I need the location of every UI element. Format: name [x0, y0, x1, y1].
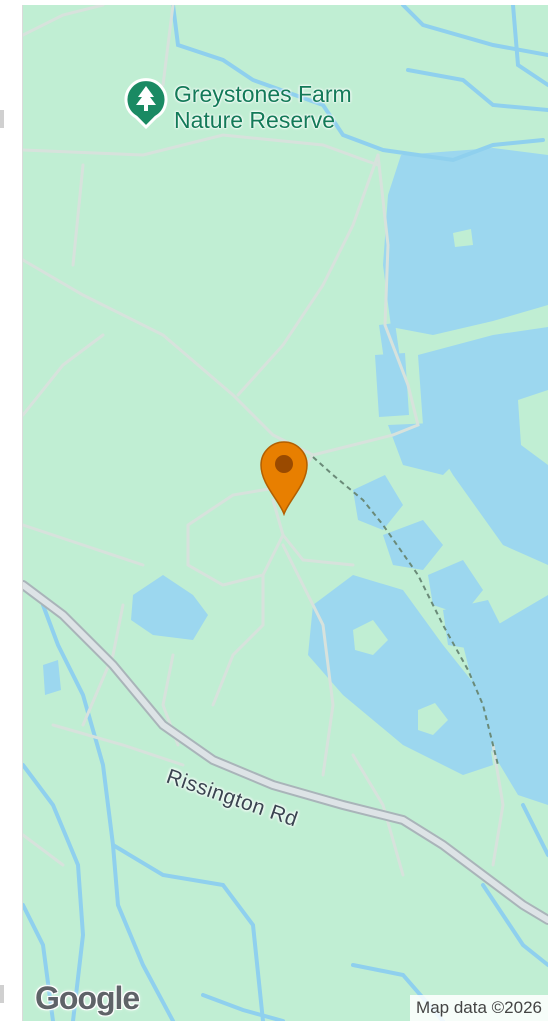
- map-view[interactable]: Greystones Farm Nature Reserve Rissingto…: [22, 5, 548, 1021]
- map-edge-mark: [0, 985, 4, 1003]
- google-logo: Google: [35, 980, 140, 1016]
- islands: [353, 229, 548, 735]
- map-attribution[interactable]: Map data ©2026: [410, 995, 548, 1021]
- location-pin-icon[interactable]: [257, 438, 311, 517]
- tree-icon: [124, 77, 168, 130]
- map-edge-mark: [0, 110, 4, 128]
- poi-label-line2: Nature Reserve: [174, 107, 336, 133]
- poi-greystones-farm[interactable]: Greystones Farm Nature Reserve: [124, 77, 352, 133]
- water-bodies: [43, 148, 548, 805]
- poi-label-line1: Greystones Farm: [174, 81, 352, 107]
- map-canvas[interactable]: [23, 5, 548, 1021]
- poi-label: Greystones Farm Nature Reserve: [174, 81, 352, 133]
- rissington-road[interactable]: [23, 582, 548, 923]
- footpath: [312, 456, 499, 766]
- streams: [23, 5, 548, 1021]
